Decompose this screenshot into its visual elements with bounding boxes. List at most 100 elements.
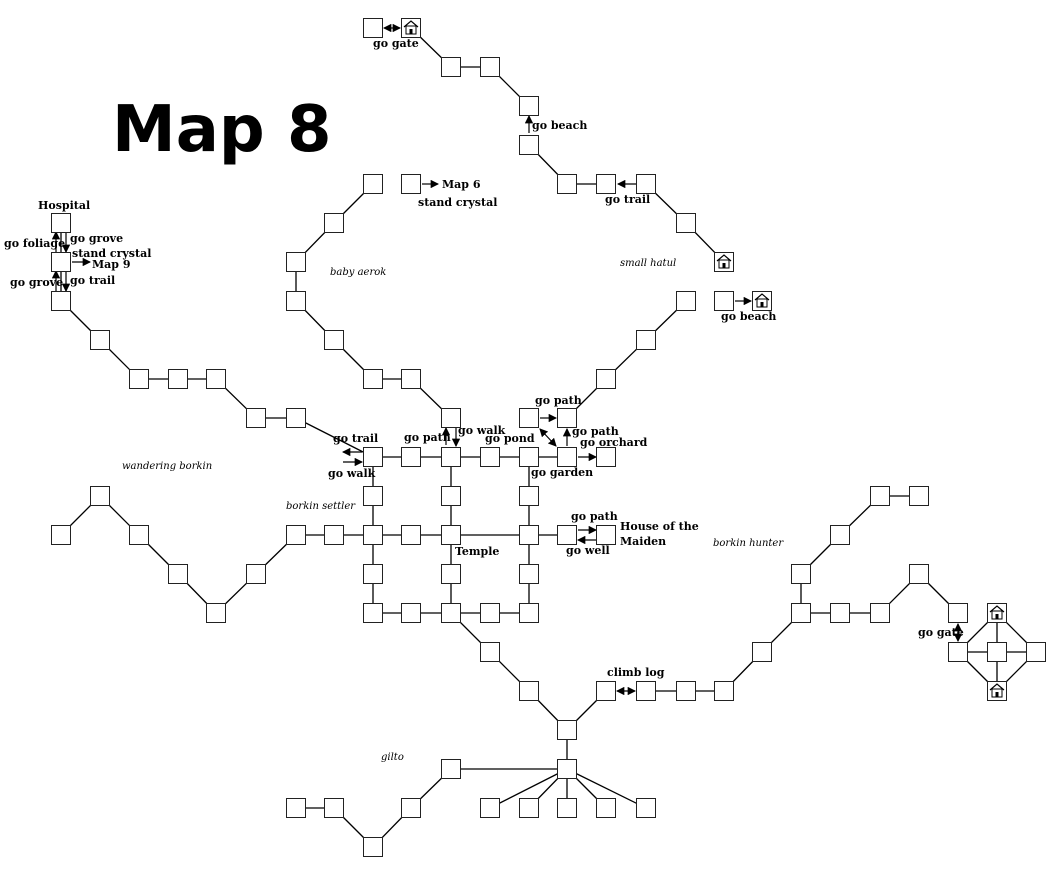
exit-label-go-path-center: go path <box>404 431 451 444</box>
map-room <box>519 798 539 818</box>
map-room <box>286 291 306 311</box>
map-room <box>324 213 344 233</box>
map-room <box>830 603 850 623</box>
map-room <box>90 486 110 506</box>
map-room <box>286 798 306 818</box>
map-room <box>363 174 383 194</box>
house-of-maiden-label-line2: Maiden <box>620 535 666 548</box>
house-icon <box>987 603 1007 623</box>
exit-label-go-grove-2: go grove <box>10 276 63 289</box>
map-room <box>129 525 149 545</box>
map-room <box>480 57 500 77</box>
hospital-label: Hospital <box>38 199 90 212</box>
map-room <box>714 291 734 311</box>
map-room <box>51 291 71 311</box>
map-room <box>441 564 461 584</box>
map-room <box>557 174 577 194</box>
map-room <box>1026 642 1046 662</box>
house-icon <box>752 291 772 311</box>
creature-label-borkin-hunter: borkin hunter <box>713 538 784 549</box>
exit-label-go-trail-center: go trail <box>333 432 378 445</box>
house-of-maiden-label-line1: House of the <box>620 520 699 533</box>
map-room <box>987 642 1007 662</box>
map-room <box>363 603 383 623</box>
room-connection <box>566 768 647 809</box>
map-room <box>636 174 656 194</box>
checkered-room-icon <box>441 525 461 545</box>
map-room <box>51 252 71 272</box>
map-title: Map 8 <box>112 93 332 167</box>
map-room <box>676 213 696 233</box>
map-exit-arrows <box>51 23 963 696</box>
room-connection <box>489 768 568 809</box>
exit-label-go-trail-top: go trail <box>605 193 650 206</box>
map-room <box>480 642 500 662</box>
map-room <box>596 369 616 389</box>
exit-label-stand-crystal-top: stand crystal <box>418 196 497 209</box>
map-room <box>676 681 696 701</box>
creature-label-wandering-borkin: wandering borkin <box>122 461 212 472</box>
exit-label-go-foliage: go foliage <box>4 237 65 250</box>
map-room <box>401 798 421 818</box>
map-room <box>557 525 577 545</box>
map-room <box>636 798 656 818</box>
map-room <box>519 447 539 467</box>
exit-label-go-path-right: go path <box>572 425 619 438</box>
map-room <box>286 525 306 545</box>
map-room <box>324 798 344 818</box>
map-room <box>870 603 890 623</box>
exit-label-stand-crystal-left: stand crystal <box>72 247 151 260</box>
map-room <box>519 525 539 545</box>
map-room <box>519 564 539 584</box>
map-room <box>286 408 306 428</box>
creature-label-baby-aerok: baby aerok <box>330 267 386 278</box>
creature-label-gilto: gilto <box>381 752 404 763</box>
map-room <box>714 681 734 701</box>
map-room <box>519 681 539 701</box>
map-room <box>948 642 968 662</box>
map-room <box>791 564 811 584</box>
map-room <box>480 603 500 623</box>
map-room <box>363 525 383 545</box>
exit-label-climb-log: climb log <box>607 666 665 679</box>
exit-label-go-beach-top: go beach <box>532 119 587 132</box>
exit-label-go-walk-left: go walk <box>328 467 376 480</box>
map-room <box>596 681 616 701</box>
map-room <box>791 603 811 623</box>
exit-label-go-beach-right: go beach <box>721 310 776 323</box>
house-icon <box>401 18 421 38</box>
map-room <box>168 564 188 584</box>
map-room <box>636 681 656 701</box>
map-room <box>363 447 383 467</box>
exit-label-go-walk-center: go walk <box>458 424 506 437</box>
map-room <box>363 18 383 38</box>
creature-label-borkin-settler: borkin settler <box>286 501 356 512</box>
map-room <box>129 369 149 389</box>
exit-label-go-orchard: go orchard <box>580 436 648 449</box>
exit-label-go-pond: go pond <box>485 432 535 445</box>
map-room <box>90 330 110 350</box>
map-room <box>441 57 461 77</box>
map-room <box>519 408 539 428</box>
map-room <box>401 525 421 545</box>
map-room <box>519 603 539 623</box>
map-room <box>324 330 344 350</box>
map-room <box>909 564 929 584</box>
map-room <box>401 447 421 467</box>
exit-label-map9: Map 9 <box>92 258 130 271</box>
exit-label-go-trail-left: go trail <box>70 274 115 287</box>
map-room <box>557 759 577 779</box>
map-room <box>246 564 266 584</box>
map-room <box>519 96 539 116</box>
map-room <box>636 330 656 350</box>
map-room <box>363 369 383 389</box>
checkered-room-icon <box>596 525 616 545</box>
checkered-room-icon <box>51 213 71 233</box>
map-room <box>596 447 616 467</box>
map-room <box>246 408 266 428</box>
map-room <box>557 447 577 467</box>
exit-label-go-gate-top: go gate <box>373 37 419 50</box>
map-room <box>596 174 616 194</box>
room-connection <box>295 417 374 458</box>
